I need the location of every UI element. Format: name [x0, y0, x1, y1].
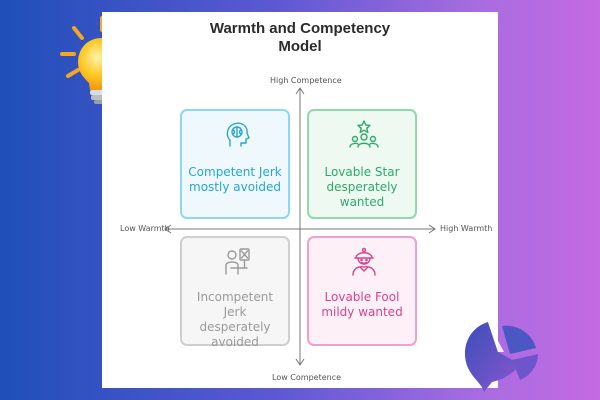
brand-logo-icon — [464, 322, 538, 392]
rejected-person-icon — [225, 248, 250, 275]
jester-icon — [352, 247, 376, 276]
brain-head-icon — [226, 122, 250, 147]
quadrant-incompetent-jerk: Incompetent Jerk desperately avoided — [180, 236, 290, 349]
title-line-2: Model — [278, 38, 322, 55]
quadrant-text-line: Incompetent Jerk — [196, 290, 274, 319]
axis-arrow-up — [295, 87, 305, 95]
diagram-title: Warmth and Competency Model — [102, 20, 498, 56]
axis-label-high-competence: High Competence — [270, 76, 342, 85]
quadrant-lovable-fool: Lovable Fool mildy wanted — [307, 236, 417, 346]
title-line-1: Warmth and Competency — [209, 20, 391, 37]
quadrant-text-line: Lovable Star — [324, 165, 400, 179]
axis-label-high-warmth: High Warmth — [440, 224, 493, 233]
quadrant-text-line: mildy wanted — [321, 305, 403, 319]
quadrant-text-line: avoided — [211, 335, 259, 349]
axis-arrow-left — [164, 224, 172, 234]
axis-label-low-warmth: Low Warmth — [120, 224, 170, 233]
diagram-card: Warmth and Competency Model High Compete… — [102, 12, 498, 388]
axis-arrow-right — [428, 224, 436, 234]
quadrant-text-line: desperately — [199, 320, 271, 334]
axis-arrow-down — [295, 358, 305, 366]
star-group-icon — [349, 120, 379, 148]
quadrant-text-line: mostly avoided — [189, 180, 281, 194]
quadrant-text-line: wanted — [339, 195, 385, 209]
quadrant-text-line: Lovable Fool — [324, 290, 400, 304]
quadrant-text-line: desperately — [326, 180, 398, 194]
quadrant-text-line: Competent Jerk — [188, 165, 282, 179]
axes — [164, 87, 436, 366]
axis-label-low-competence: Low Competence — [272, 373, 342, 382]
quadrant-lovable-star: Lovable Star desperately wanted — [307, 109, 417, 219]
quadrant-competent-jerk: Competent Jerk mostly avoided — [180, 109, 290, 219]
